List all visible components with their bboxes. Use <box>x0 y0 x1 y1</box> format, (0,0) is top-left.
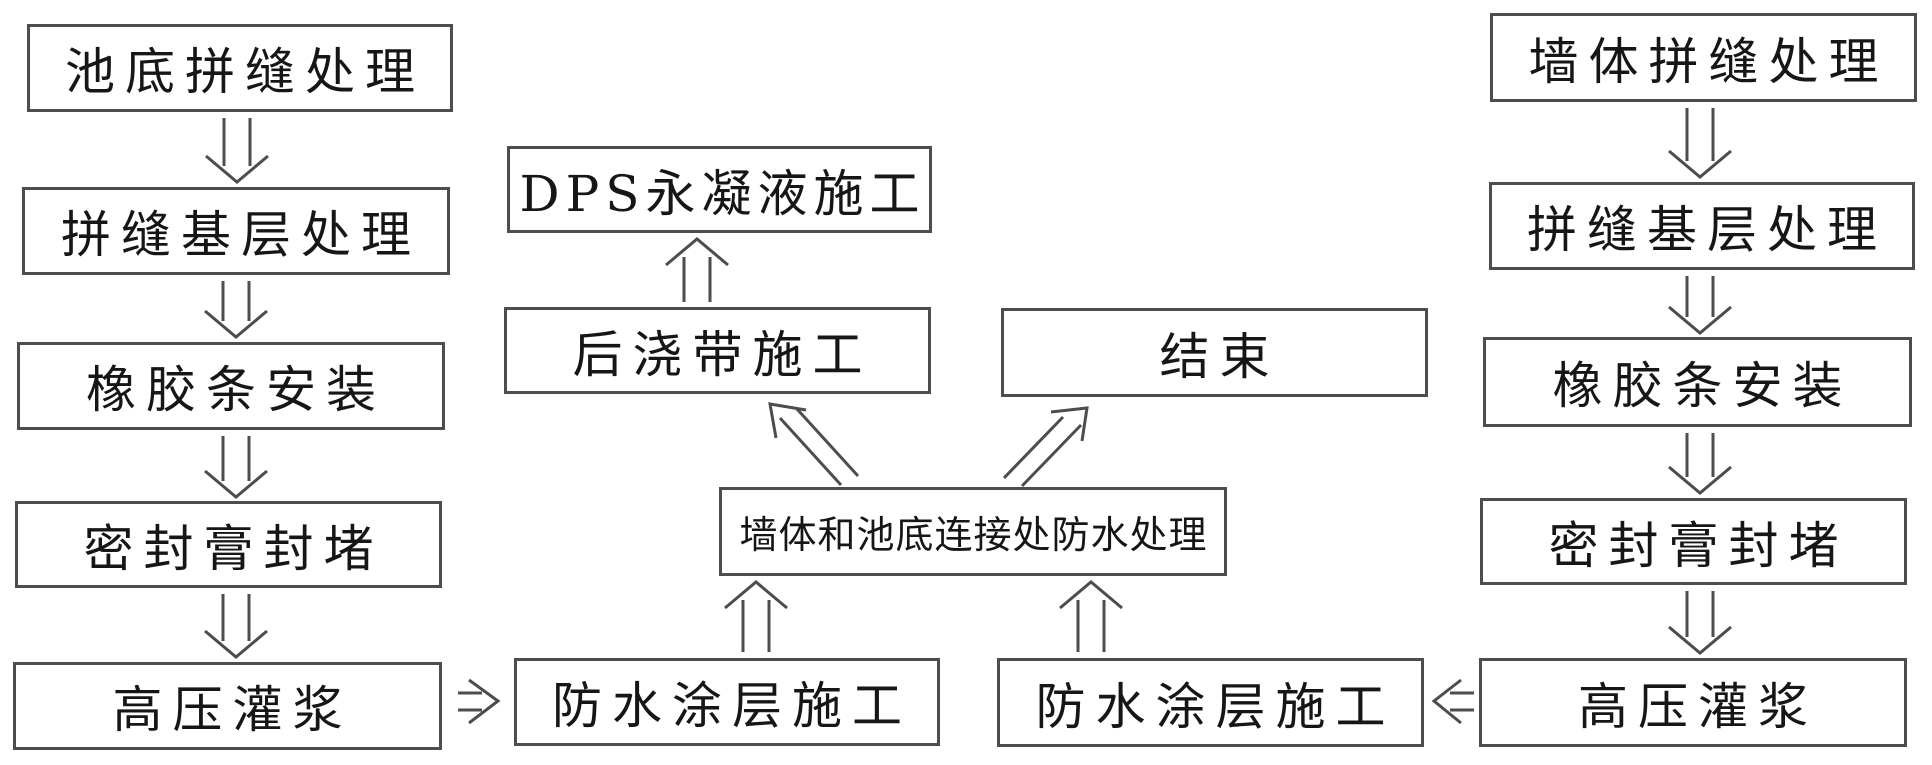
node-seam-base-right: 拼缝基层处理 <box>1489 182 1915 270</box>
node-label: 密封膏封堵 <box>1548 516 1849 575</box>
node-dps-solution: DPS永凝液施工 <box>507 146 932 233</box>
node-grouting-left: 高压灌浆 <box>13 662 442 750</box>
arrow-junction-to-end <box>1002 406 1089 488</box>
node-label: 墙体和池底连接处防水处理 <box>739 513 1208 557</box>
node-label: 高压灌浆 <box>112 681 353 739</box>
arrow-grouting-to-coating-right <box>1431 678 1474 725</box>
node-label: 池底拼缝处理 <box>65 43 425 101</box>
arrow-post-cast-to-dps <box>665 237 729 302</box>
arrow-seam-base-to-rubber-left <box>204 281 268 339</box>
arrow-coating-left-to-junction <box>724 580 788 652</box>
node-label: 防水涂层施工 <box>552 677 912 735</box>
node-label: 橡胶条安装 <box>1552 357 1853 415</box>
node-label: 高压灌浆 <box>1578 677 1818 736</box>
node-end: 结束 <box>1001 308 1428 397</box>
node-sealant-right: 密封膏封堵 <box>1480 498 1907 585</box>
arrow-pool-seam-to-seam-base <box>205 118 269 184</box>
node-wall-seam-treatment: 墙体拼缝处理 <box>1490 13 1917 102</box>
node-rubber-strip-right: 橡胶条安装 <box>1483 337 1912 427</box>
node-grouting-right: 高压灌浆 <box>1479 658 1907 747</box>
arrow-seam-base-to-rubber-right <box>1668 276 1732 335</box>
node-wall-floor-junction: 墙体和池底连接处防水处理 <box>719 487 1227 576</box>
node-label: 墙体拼缝处理 <box>1528 32 1889 91</box>
node-label: DPS永凝液施工 <box>519 164 926 223</box>
arrow-coating-right-to-junction <box>1059 580 1123 652</box>
node-label: 拼缝基层处理 <box>61 206 421 264</box>
node-label: 拼缝基层处理 <box>1527 201 1887 259</box>
arrow-grouting-to-coating-left <box>458 678 501 725</box>
arrow-sealant-to-grouting-right <box>1668 591 1732 655</box>
node-coating-right: 防水涂层施工 <box>997 658 1424 747</box>
node-seam-base-left: 拼缝基层处理 <box>22 187 450 275</box>
node-label: 密封膏封堵 <box>83 519 384 578</box>
node-post-cast-band: 后浇带施工 <box>504 307 931 394</box>
node-coating-left: 防水涂层施工 <box>514 658 940 746</box>
node-label: 防水涂层施工 <box>1035 677 1396 736</box>
node-pool-seam-treatment: 池底拼缝处理 <box>27 24 453 112</box>
node-label: 橡胶条安装 <box>86 361 386 419</box>
arrow-sealant-to-grouting-left <box>204 594 268 659</box>
node-label: 后浇带施工 <box>572 325 873 384</box>
node-rubber-strip-left: 橡胶条安装 <box>17 342 445 430</box>
node-sealant-left: 密封膏封堵 <box>15 501 442 588</box>
node-label: 结束 <box>1159 327 1280 386</box>
arrow-rubber-to-sealant-left <box>204 436 268 499</box>
arrow-rubber-to-sealant-right <box>1668 433 1732 495</box>
arrow-wall-seam-to-seam-base <box>1668 108 1732 179</box>
arrow-junction-to-post-cast <box>768 402 860 487</box>
